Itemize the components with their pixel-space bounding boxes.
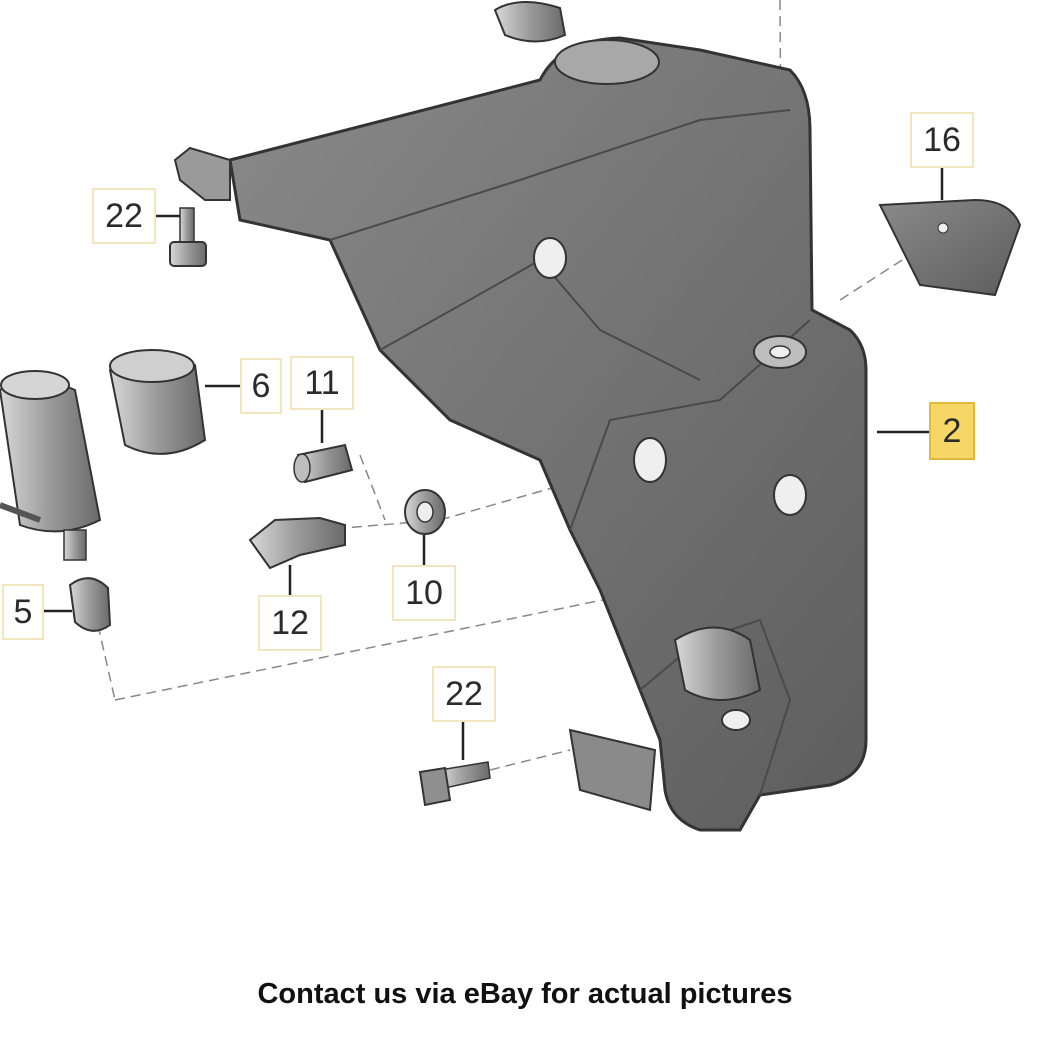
washer-pump-part (0, 370, 102, 561)
callout-22-upper: 22 (92, 188, 156, 244)
callout-16: 16 (910, 112, 974, 168)
level-sensor-part (248, 516, 346, 570)
pump-sleeve-part (108, 349, 207, 455)
callout-22-lower: 22 (432, 666, 496, 722)
callout-pointers (44, 168, 944, 760)
bolt-upper (169, 207, 207, 267)
reservoir-cap-part (878, 198, 1022, 297)
contact-caption: Contact us via eBay for actual pictures (257, 978, 793, 1010)
callout-12: 12 (258, 595, 322, 651)
plug-part (293, 443, 354, 484)
callout-10: 10 (392, 565, 456, 621)
grommet-top (493, 0, 567, 43)
washer-fluid-reservoir (173, 36, 868, 832)
bolt-lower (418, 761, 491, 807)
callout-5: 5 (2, 584, 44, 640)
callout-11: 11 (290, 356, 354, 410)
callout-6: 6 (240, 358, 282, 414)
sensor-grommet-part (404, 489, 446, 535)
pump-grommet-part (68, 577, 112, 632)
callout-2-highlighted: 2 (929, 402, 975, 460)
